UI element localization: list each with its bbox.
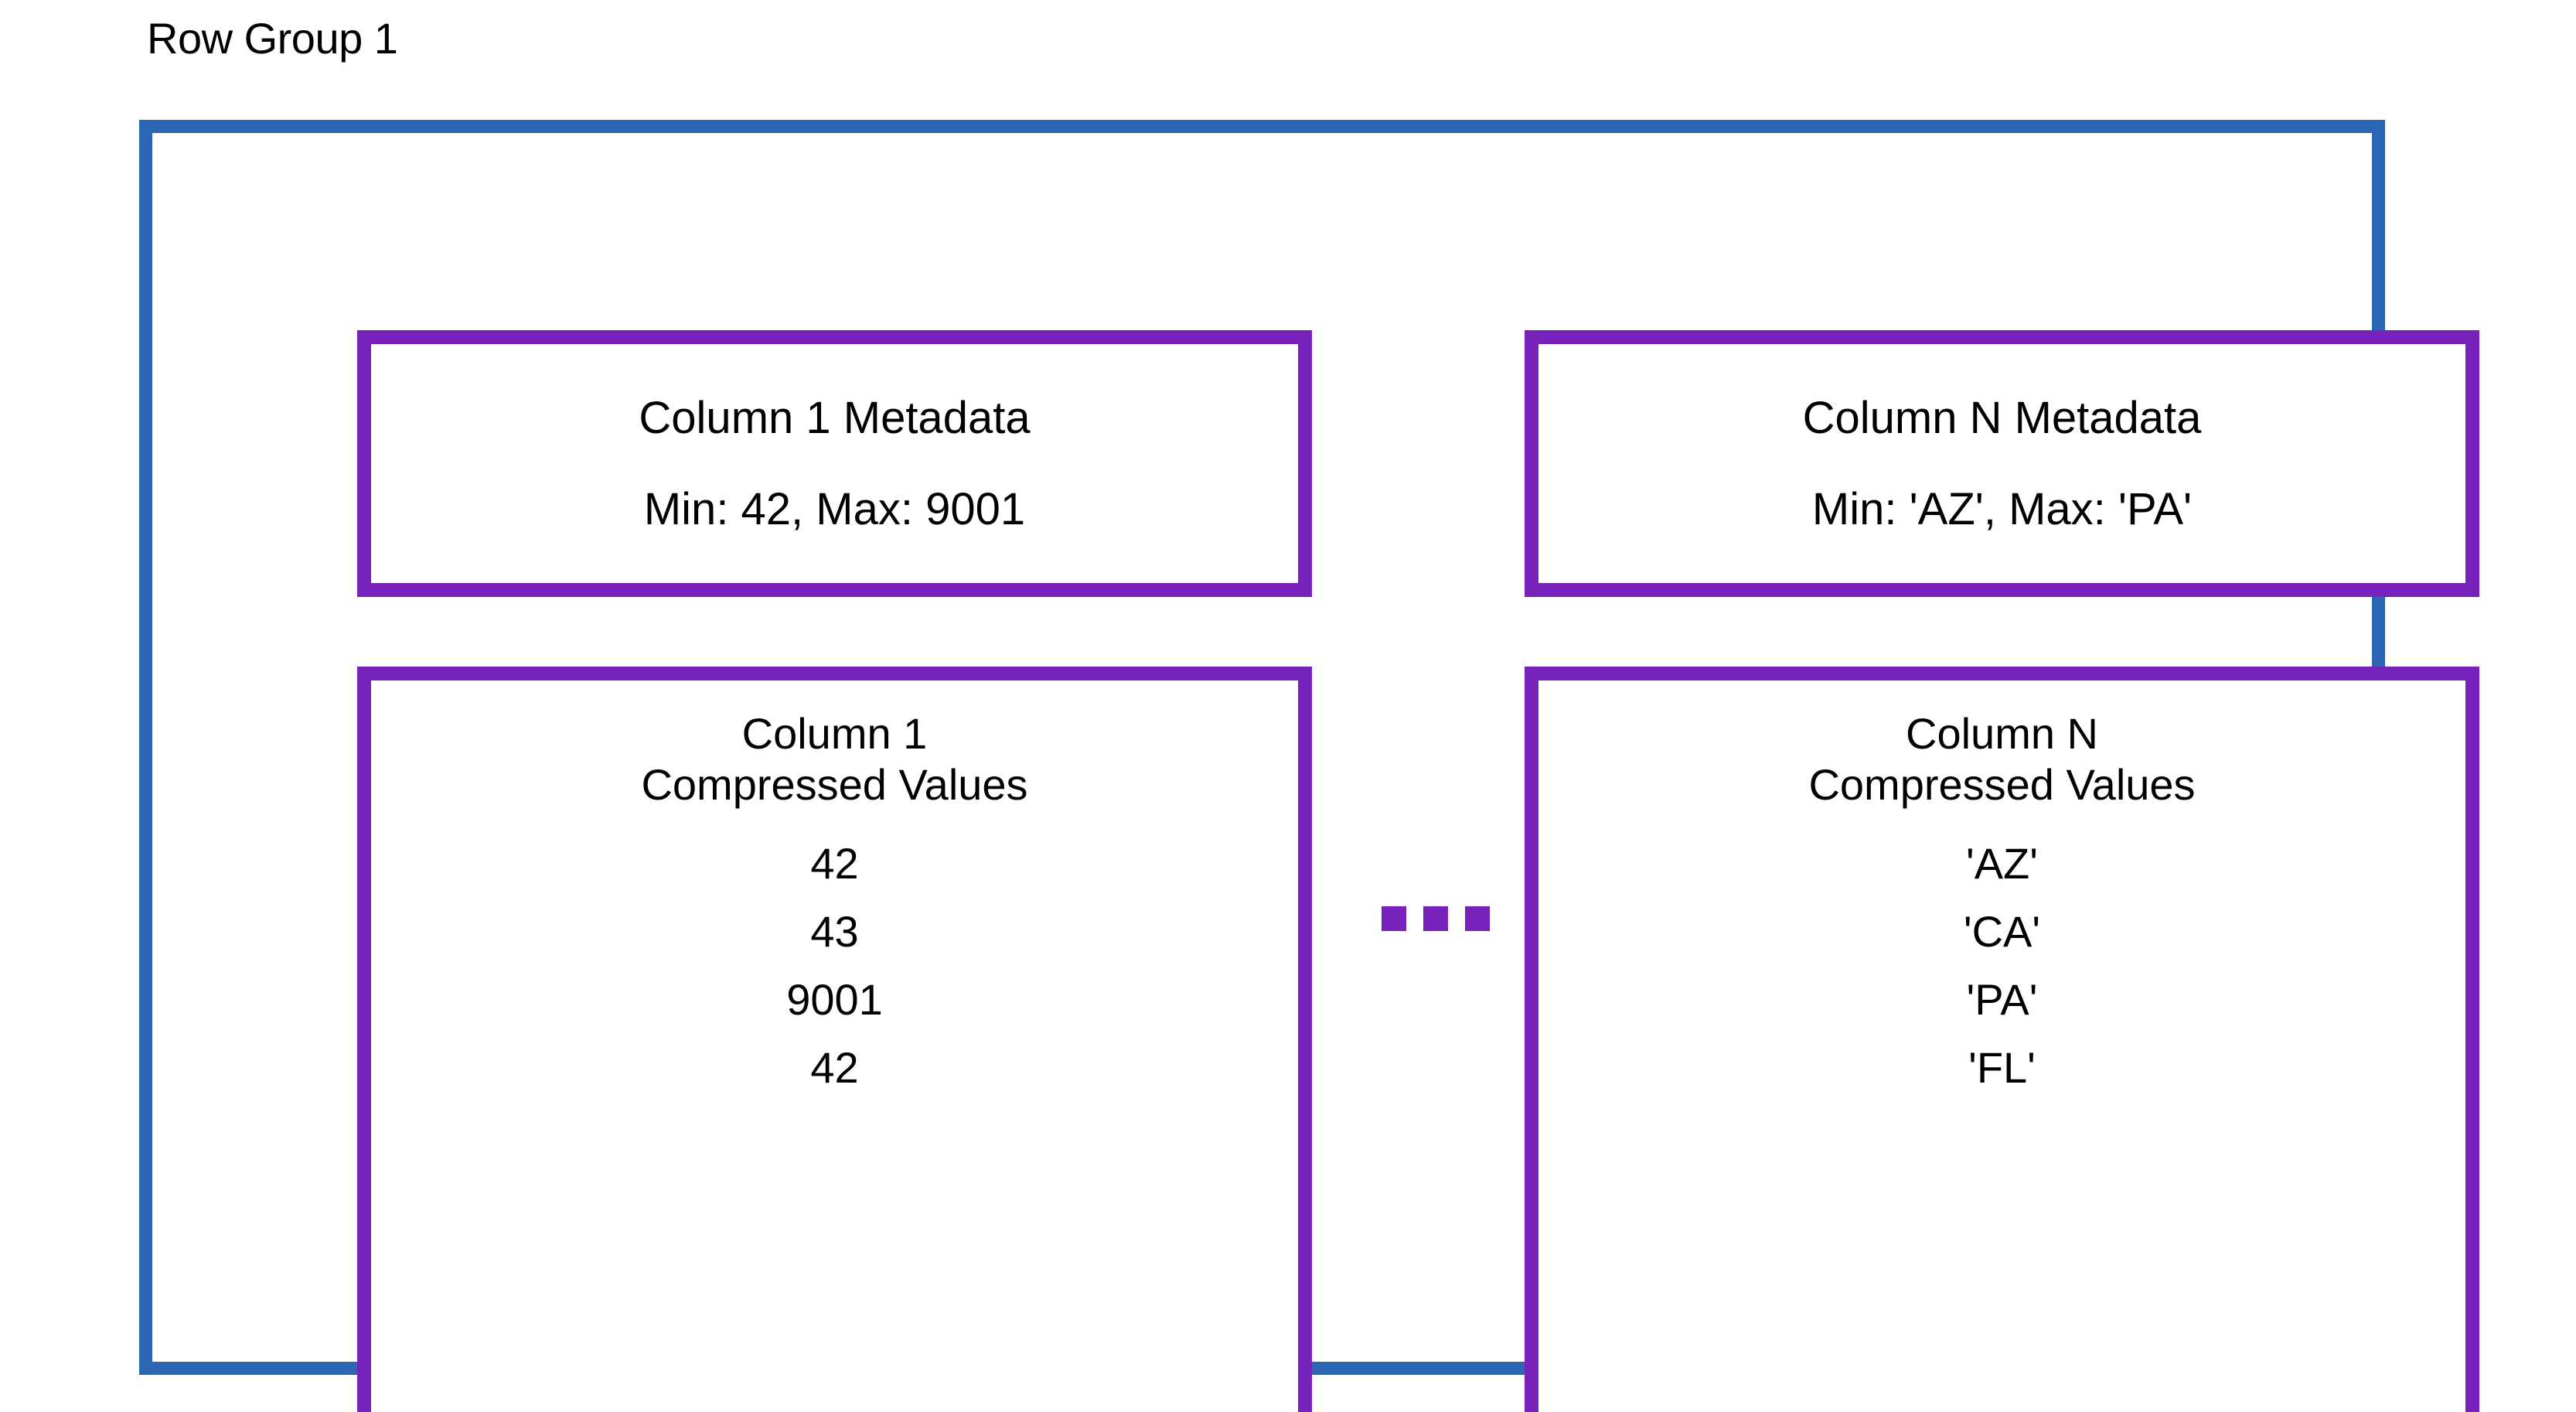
column-1-values-header-line2: Compressed Values — [641, 760, 1028, 809]
value-item: 'CA' — [1963, 907, 2041, 956]
column-1-values-header-line1: Column 1 — [741, 709, 928, 758]
value-item: 42 — [810, 839, 859, 888]
value-item: 42 — [810, 1043, 859, 1092]
column-n-values-header-line1: Column N — [1906, 709, 2098, 758]
column-1-values-list: 42 43 9001 42 — [786, 838, 883, 1093]
value-item: 'AZ' — [1966, 839, 2038, 888]
column-n-metadata-stats: Min: 'AZ', Max: 'PA' — [1811, 483, 2193, 534]
column-n-values-header-line2: Compressed Values — [1808, 760, 2196, 809]
column-n-values-list: 'AZ' 'CA' 'PA' 'FL' — [1964, 838, 2040, 1093]
column-1-metadata-title: Column 1 Metadata — [639, 392, 1031, 443]
value-item: 'FL' — [1968, 1043, 2036, 1092]
value-item: 43 — [810, 907, 859, 956]
column-n-metadata-title: Column N Metadata — [1802, 392, 2202, 443]
ellipsis-dot — [1382, 906, 1406, 931]
column-n-metadata-box: Column N Metadata Min: 'AZ', Max: 'PA' — [1525, 330, 2479, 597]
row-group-title: Row Group 1 — [147, 14, 398, 63]
column-1-values-box: Column 1 Compressed Values 42 43 9001 42 — [357, 667, 1312, 1412]
value-item: 9001 — [786, 975, 883, 1024]
ellipsis-icon — [1382, 906, 1490, 931]
column-n-values-header: Column N Compressed Values — [1808, 708, 2195, 810]
column-n-values-box: Column N Compressed Values 'AZ' 'CA' 'PA… — [1525, 667, 2479, 1412]
ellipsis-dot — [1423, 906, 1448, 931]
column-1-metadata-stats: Min: 42, Max: 9001 — [643, 483, 1026, 534]
value-item: 'PA' — [1966, 975, 2038, 1024]
column-1-values-header: Column 1 Compressed Values — [641, 708, 1027, 810]
row-group-container: Column 1 Metadata Min: 42, Max: 9001 Col… — [139, 120, 2479, 1412]
ellipsis-dot — [1465, 906, 1490, 931]
column-1-metadata-box: Column 1 Metadata Min: 42, Max: 9001 — [357, 330, 1312, 597]
